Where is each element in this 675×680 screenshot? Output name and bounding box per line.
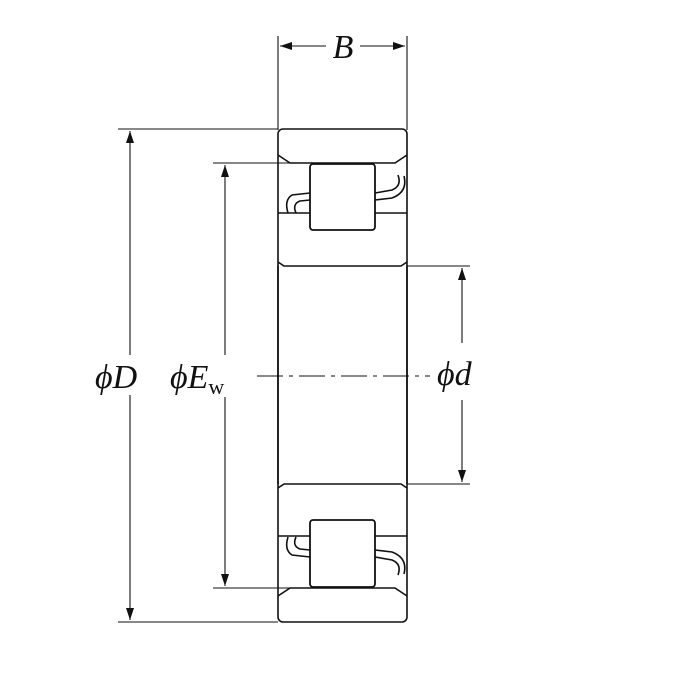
bottom-cage-left-inner (293, 536, 311, 551)
bottom-outer-ring-raceway (277, 587, 408, 597)
bottom-section (277, 483, 408, 597)
bottom-cage-left (285, 536, 311, 558)
width-label: B (333, 29, 354, 66)
bottom-cage-right-inner (374, 549, 406, 575)
bore-letter: d (455, 356, 473, 393)
bottom-cage-right (374, 556, 400, 576)
bottom-inner-ring-bore (277, 483, 408, 489)
top-inner-ring-bore (277, 261, 408, 267)
top-cage-left (285, 192, 311, 214)
roller-envelope-letter: E (187, 359, 209, 396)
top-cage-left-inner (293, 199, 311, 214)
bottom-roller (309, 519, 376, 588)
bearing-body (277, 128, 408, 623)
bore-dimension: ϕd (407, 265, 473, 485)
width-dimension: B (277, 29, 408, 130)
outer-diameter-dimension: ϕD (95, 128, 278, 623)
top-cage-right-inner (374, 175, 406, 201)
phi-symbol: ϕ (170, 359, 188, 396)
top-outer-ring-raceway (277, 154, 408, 164)
roller-envelope-subscript: w (208, 374, 224, 399)
bore-label: ϕd (437, 356, 473, 393)
outer-diameter-letter: D (112, 359, 138, 396)
phi-symbol: ϕ (437, 356, 455, 393)
top-cage-right (374, 174, 400, 194)
phi-symbol: ϕ (95, 359, 113, 396)
top-roller (309, 163, 376, 231)
roller-envelope-label: ϕEw (170, 359, 224, 399)
top-section (277, 154, 408, 267)
outer-diameter-label: ϕD (95, 359, 138, 396)
